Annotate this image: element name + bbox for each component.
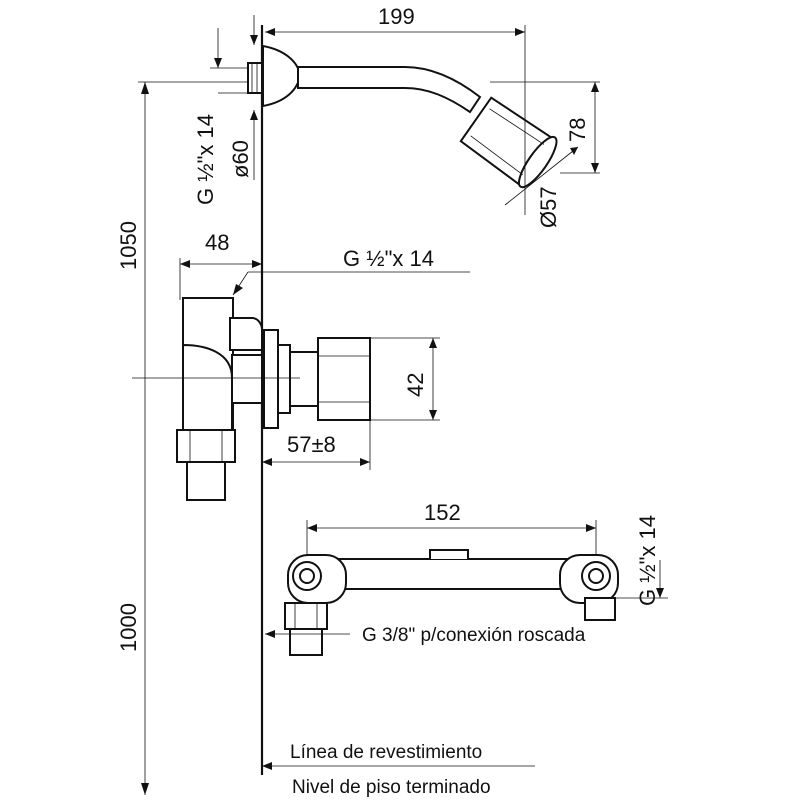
dim-head-diameter: Ø57 (504, 146, 579, 228)
connection-label: G 3/8" p/conexión roscada (362, 625, 586, 646)
dim-connector-thread: G ½"x 14 (615, 515, 668, 606)
arm-thread-label: G ½"x 14 (193, 114, 218, 205)
shower-arm-assembly (247, 44, 558, 189)
connector-bar: 152 (284, 500, 619, 656)
dim-42: 42 (403, 373, 428, 397)
valve-body (176, 297, 371, 501)
dim-handle-projection: 57±8 (262, 420, 371, 470)
dim-1050: 1050 (116, 221, 141, 270)
dim-1000: 1000 (116, 603, 141, 652)
dim-total-height: 1050 (116, 81, 248, 378)
flange-diameter-label: ø60 (228, 140, 253, 178)
dim-48: 48 (205, 230, 229, 255)
dim-arm-thread: G ½"x 14 ø60 (193, 92, 258, 205)
dim-floor-height: 1000 (116, 378, 149, 795)
dim-57-8: 57±8 (287, 432, 336, 457)
valve-thread-callout: G ½"x 14 (232, 246, 470, 296)
dim-valve-depth: 48 (179, 230, 262, 300)
dim-78: 78 (565, 118, 590, 142)
dim-head-height: 78 (490, 81, 600, 174)
dim-199: 199 (378, 4, 415, 29)
connection-callout: G 3/8" p/conexión roscada (265, 625, 586, 646)
dim-arm-length: 199 (265, 4, 526, 215)
dim-flange-offset (210, 15, 258, 69)
dim-57: Ø57 (536, 186, 561, 228)
reference-lines: Línea de revestimiento Nivel de piso ter… (262, 742, 535, 798)
dim-handle-height: 42 (370, 337, 440, 421)
dim-152: 152 (424, 500, 461, 525)
floor-level-label: Nivel de piso terminado (292, 777, 491, 798)
valve-thread-label: G ½"x 14 (343, 246, 434, 271)
connector-thread-label: G ½"x 14 (635, 515, 660, 606)
finish-line-label: Línea de revestimiento (290, 742, 482, 763)
